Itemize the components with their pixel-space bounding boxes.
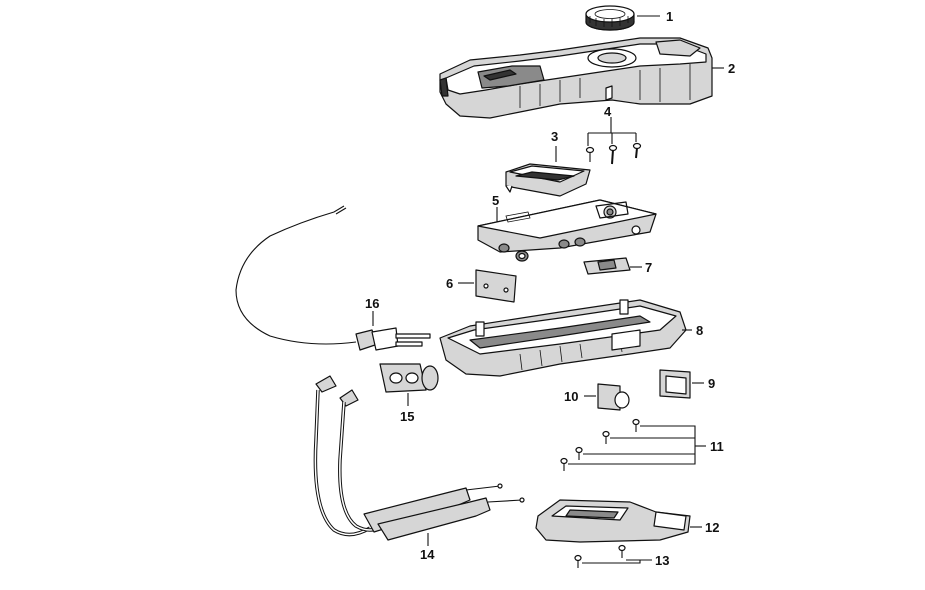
button-cap-part-9 <box>659 369 691 399</box>
screws-part-4 <box>585 117 642 165</box>
callout-15: 15 <box>400 409 414 424</box>
callout-10: 10 <box>564 389 578 404</box>
battery-cover-part <box>535 499 691 543</box>
display-bezel-part <box>505 163 591 197</box>
adapter-block-part <box>379 363 439 393</box>
callout-12: 12 <box>705 520 719 535</box>
callout-6: 6 <box>446 276 453 291</box>
callout-8: 8 <box>696 323 703 338</box>
callout-4: 4 <box>604 104 612 119</box>
callout-1: 1 <box>666 9 673 24</box>
callout-5: 5 <box>492 193 499 208</box>
callout-11: 11 <box>710 439 724 454</box>
bottom-housing-part <box>439 299 687 377</box>
callout-9: 9 <box>708 376 715 391</box>
callout-13: 13 <box>655 553 669 568</box>
screws-part-13 <box>574 544 652 568</box>
thermocouple-probe-part <box>235 205 431 351</box>
shield-plate-part <box>475 269 517 303</box>
callout-14: 14 <box>420 547 435 562</box>
test-leads-part <box>313 375 525 541</box>
callout-16: 16 <box>365 296 379 311</box>
knob-part <box>585 5 635 31</box>
top-housing-part <box>439 37 713 119</box>
button-switch-part-10 <box>597 383 630 411</box>
circuit-board-part <box>477 199 657 262</box>
screws-part-11 <box>560 418 706 471</box>
callout-7: 7 <box>645 260 652 275</box>
callout-2: 2 <box>728 61 735 76</box>
connector-block-part <box>583 257 631 275</box>
callout-3: 3 <box>551 129 558 144</box>
